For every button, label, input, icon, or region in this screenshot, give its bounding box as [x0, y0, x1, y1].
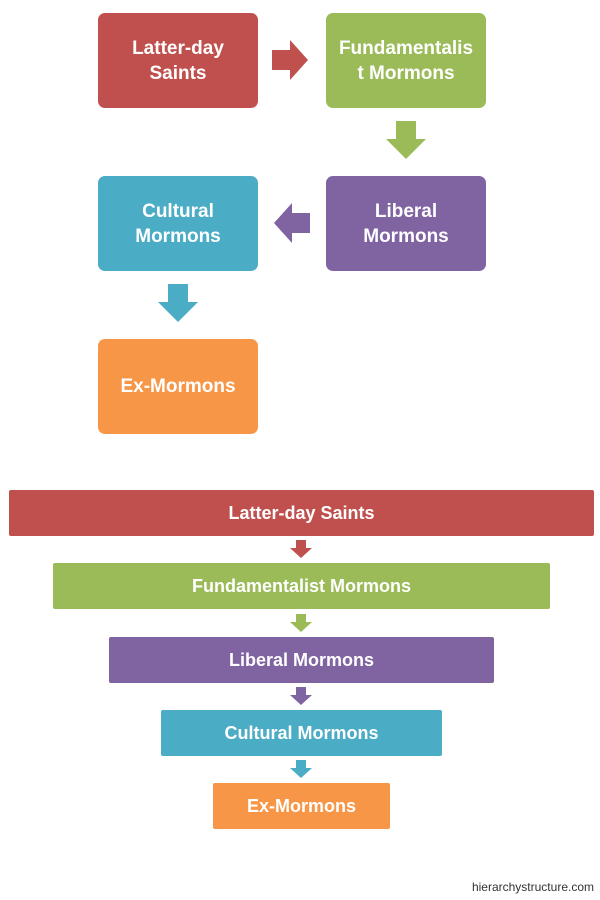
hierarchy-level-fundamentalist-mormons: Fundamentalist Mormons [53, 563, 550, 609]
hierarchy-level-label: Cultural Mormons [224, 722, 379, 743]
flow-box-ex-mormons: Ex-Mormons [98, 339, 258, 434]
flow-box-fundamentalist-mormons: Fundamentalis t Mormons [326, 13, 486, 108]
flow-box-liberal-mormons: Liberal Mormons [326, 176, 486, 271]
flow-box-label: Ex-Mormons [120, 376, 236, 397]
hierarchy-level-label: Fundamentalist Mormons [191, 575, 411, 596]
flow-box-label: Latter-day Saints [132, 37, 224, 84]
arrow-down-icon [290, 614, 312, 632]
hierarchy-level-label: Latter-day Saints [228, 502, 375, 523]
hierarchy-level-latter-day-saints: Latter-day Saints [9, 490, 594, 536]
arrow-left-icon [274, 203, 310, 243]
flow-box-label: Fundamentalis t Mormons [338, 37, 474, 84]
hierarchy-level-label: Liberal Mormons [228, 649, 375, 670]
flow-box-latter-day-saints: Latter-day Saints [98, 13, 258, 108]
hierarchy-level-label: Ex-Mormons [246, 795, 356, 816]
arrow-down-icon [290, 687, 312, 705]
arrow-down-icon [290, 760, 312, 778]
arrow-down-icon [386, 121, 426, 159]
flow-box-label: Cultural Mormons [135, 200, 221, 247]
site-credit: hierarchystructure.com [471, 880, 594, 894]
flow-box-label: Liberal Mormons [363, 200, 449, 247]
arrow-right-icon [272, 40, 308, 80]
flow-box-cultural-mormons: Cultural Mormons [98, 176, 258, 271]
hierarchy-level-cultural-mormons: Cultural Mormons [161, 710, 442, 756]
hierarchy-level-ex-mormons: Ex-Mormons [213, 783, 390, 829]
arrow-down-icon [158, 284, 198, 322]
hierarchy-level-liberal-mormons: Liberal Mormons [109, 637, 494, 683]
arrow-down-icon [290, 540, 312, 558]
